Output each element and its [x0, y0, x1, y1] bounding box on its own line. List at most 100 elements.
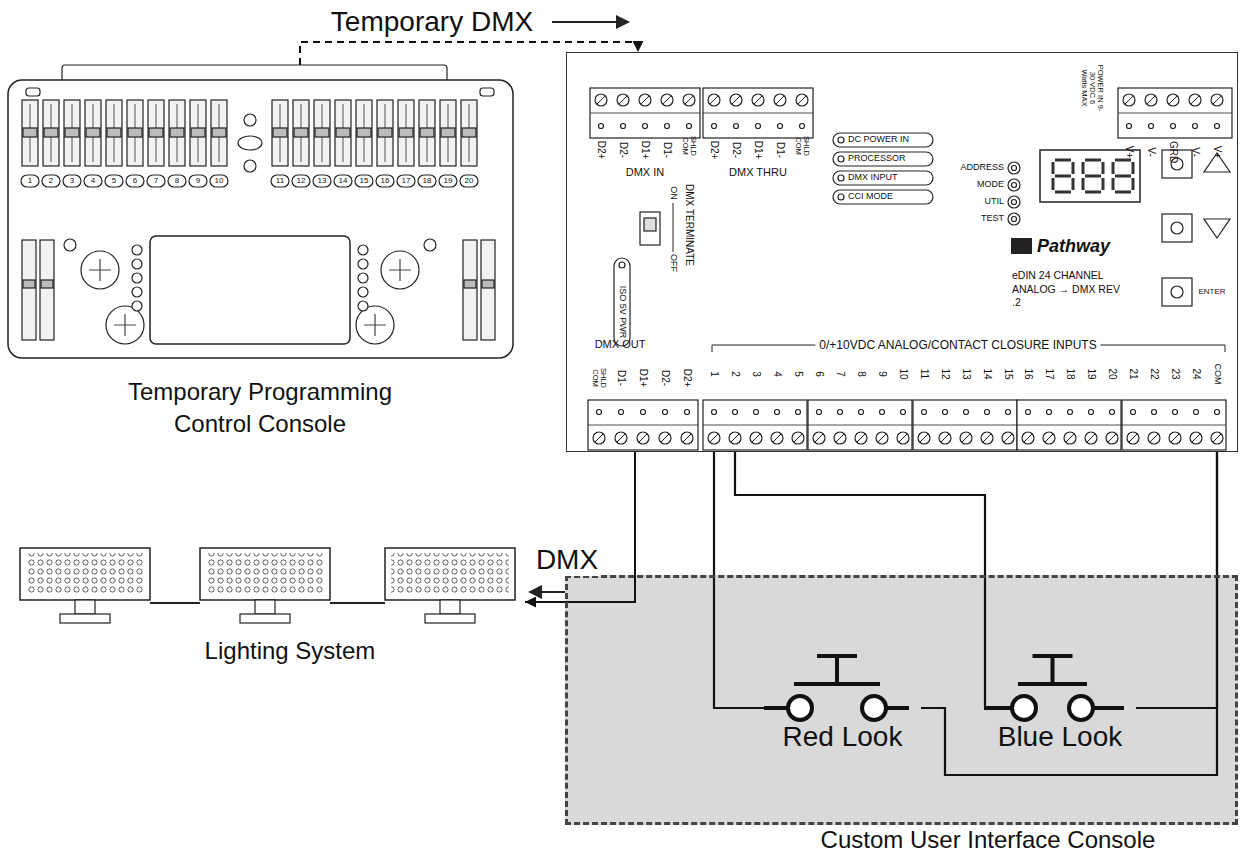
fader-cap	[128, 128, 142, 137]
terminal-label: 6	[814, 371, 825, 377]
terminal-divider	[808, 425, 912, 426]
terminal-label: D2+	[682, 369, 693, 388]
terminal-hole	[1110, 410, 1115, 415]
terminal-label: D1-	[616, 370, 627, 386]
screw-slot	[683, 434, 691, 442]
terminal-label: 18	[1065, 368, 1076, 379]
panel-label: 0/+10VDC ANALOG/CONTACT CLOSURE INPUTS	[815, 339, 1100, 352]
console-button	[244, 160, 256, 172]
screw-slot	[773, 434, 781, 442]
console-node: Temporary Programming Control Console	[8, 65, 513, 358]
panel-label: 9	[196, 177, 200, 185]
status-led	[619, 262, 625, 268]
screw-slot	[794, 434, 802, 442]
terminal-screw	[637, 432, 649, 444]
fixture-yoke	[255, 600, 275, 614]
status-led	[838, 137, 844, 143]
panel-label: 20	[465, 177, 474, 185]
terminal-hole	[712, 410, 717, 415]
indicator-ring	[1008, 162, 1020, 174]
terminal-block	[703, 88, 813, 138]
screw-slot	[1129, 434, 1137, 442]
terminal-hole	[1215, 410, 1220, 415]
panel-label: DMX IN	[626, 167, 665, 179]
lighting-group: Lighting System	[15, 545, 525, 630]
screw-slot	[641, 96, 649, 104]
fader-cap	[23, 128, 37, 137]
terminal-screw	[708, 94, 720, 106]
dmx-cable	[525, 452, 635, 602]
fader-slot	[127, 100, 143, 166]
terminal-hole	[817, 410, 822, 415]
screw-slot	[639, 434, 647, 442]
switch-lead	[984, 706, 1124, 710]
contact-wire	[714, 452, 764, 708]
screw-slot	[941, 434, 949, 442]
fader-slot	[169, 100, 185, 166]
console-button	[132, 273, 142, 283]
terminal-label: SHLD COM	[794, 134, 810, 158]
terminal-hole	[943, 410, 948, 415]
screw-slot	[731, 434, 739, 442]
panel-label: 13	[318, 177, 327, 185]
seven-seg-digit	[1113, 160, 1133, 192]
console-lamp	[26, 88, 40, 96]
terminal-block	[588, 400, 698, 450]
terminal-label: D1+	[753, 141, 764, 160]
fixture-leds	[26, 553, 144, 595]
node-heading: Temporary Programming Control Console	[110, 376, 410, 441]
terminal-label: D1-	[775, 142, 786, 158]
fader-number-pill	[42, 175, 60, 187]
joystick	[356, 306, 394, 344]
terminal-screw	[1064, 432, 1076, 444]
terminal-screw	[593, 432, 605, 444]
terminal-hole	[1173, 410, 1178, 415]
screw-slot	[710, 96, 718, 104]
terminal-screw	[730, 94, 742, 106]
terminal-label: SHLD COM	[591, 366, 607, 390]
status-led	[838, 194, 844, 200]
fader-slot	[461, 100, 477, 166]
console-button	[424, 239, 436, 251]
terminal-label: V-	[1190, 147, 1201, 156]
terminal-hole	[1006, 410, 1011, 415]
switch-contact	[1069, 696, 1093, 720]
terminal-label: D2-	[660, 370, 671, 386]
temporary-dmx-link	[300, 42, 638, 65]
console-button	[64, 239, 76, 251]
terminal-hole	[922, 410, 927, 415]
push-button: Red Look	[764, 648, 921, 758]
fixture-base	[240, 614, 290, 623]
terminal-hole	[1131, 410, 1136, 415]
terminal-screw	[1106, 432, 1118, 444]
panel-label: DMX OUT	[595, 339, 646, 351]
lighting-illustration	[20, 548, 515, 623]
panel-label: 5	[112, 177, 116, 185]
console-illustration	[8, 65, 513, 358]
dmx-direction-head	[528, 585, 542, 599]
console-button	[132, 287, 142, 297]
joystick-cross	[89, 259, 111, 281]
fader-cap	[462, 128, 476, 137]
terminal-screw	[1123, 94, 1135, 106]
screw-slot	[1213, 96, 1221, 104]
fixture-yoke	[440, 600, 460, 614]
fixture-body	[385, 548, 515, 600]
switch-plunger	[794, 656, 880, 684]
fader-cap	[273, 128, 287, 137]
fader-cap	[23, 280, 35, 288]
panel-label: 19	[444, 177, 453, 185]
screw-slot	[983, 434, 991, 442]
terminal-hole	[775, 410, 780, 415]
terminal-hole	[838, 410, 843, 415]
terminal-screw	[595, 94, 607, 106]
panel-button	[1162, 278, 1192, 306]
terminal-hole	[901, 410, 906, 415]
terminal-screw	[729, 432, 741, 444]
terminate-switch	[640, 212, 660, 245]
joystick	[81, 251, 119, 289]
edin-face	[566, 52, 1238, 452]
fader-cap	[420, 128, 434, 137]
terminal-screw	[659, 432, 671, 444]
fader-slot	[335, 100, 351, 166]
